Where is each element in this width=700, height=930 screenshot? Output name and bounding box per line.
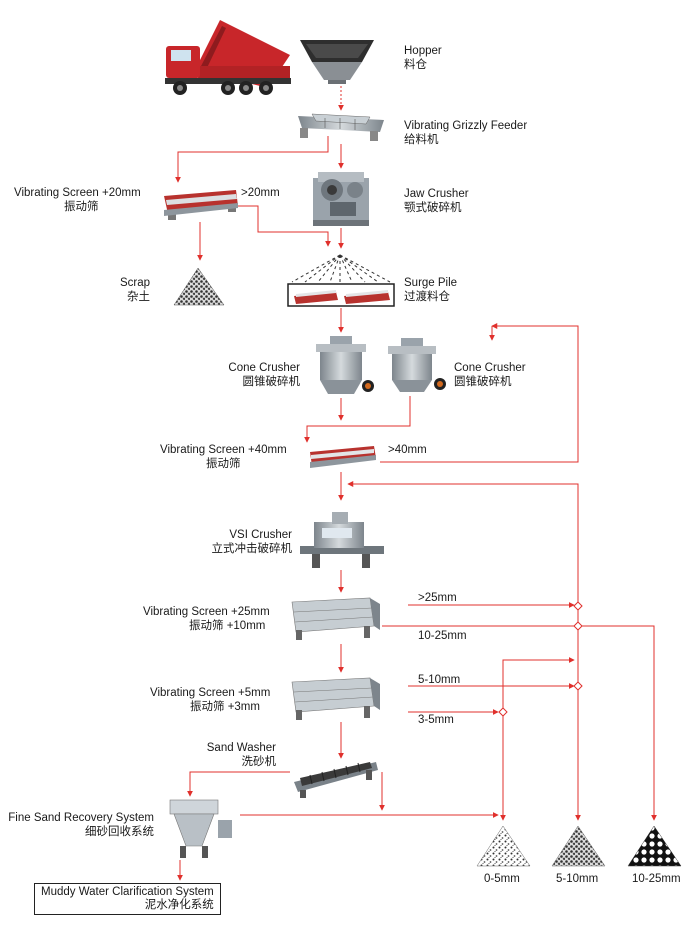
screen3-output-1-label: >25mm: [418, 592, 457, 604]
vsi-crusher-icon: [300, 512, 384, 568]
surge-pile-icon: [287, 254, 395, 307]
vibrating-screen-4-icon: [291, 677, 380, 720]
screen4-output-2-label: 3-5mm: [418, 714, 454, 726]
hopper-icon: [300, 40, 374, 84]
pile-0-5mm-label: 0-5mm: [484, 873, 520, 885]
pile-5-10mm-icon: [551, 825, 606, 867]
pile-0-5mm-icon: [476, 825, 531, 867]
vibrating-screen-3-icon: [291, 597, 380, 640]
flow-arrows: [175, 86, 657, 881]
pile-10-25mm-label: 10-25mm: [632, 873, 681, 885]
pile-10-25mm-icon: [627, 825, 682, 867]
screen4-output-1-label: 5-10mm: [418, 674, 461, 686]
pile-5-10mm-label: 5-10mm: [556, 873, 599, 885]
vibrating-screen-1-icon: [164, 190, 238, 220]
screen3-output-2-label: 10-25mm: [418, 630, 467, 642]
dump-truck-icon: [165, 20, 291, 95]
vibrating-screen-2-icon: [310, 446, 376, 468]
junction-markers: [498, 601, 583, 717]
cone-crusher-2-icon: [388, 338, 446, 392]
screen1-output-label: >20mm: [241, 187, 280, 199]
jaw-crusher-icon: [313, 172, 369, 226]
muddy-water-clarification-box: Muddy Water Clarification System 泥水净化系统: [34, 883, 221, 915]
screen2-output-label: >40mm: [388, 444, 427, 456]
scrap-pile-icon: [173, 267, 225, 306]
fine-sand-recovery-icon: [169, 799, 232, 858]
sand-washer-icon: [294, 762, 378, 798]
cone-crusher-1-icon: [316, 336, 374, 394]
grizzly-feeder-icon: [298, 113, 384, 141]
